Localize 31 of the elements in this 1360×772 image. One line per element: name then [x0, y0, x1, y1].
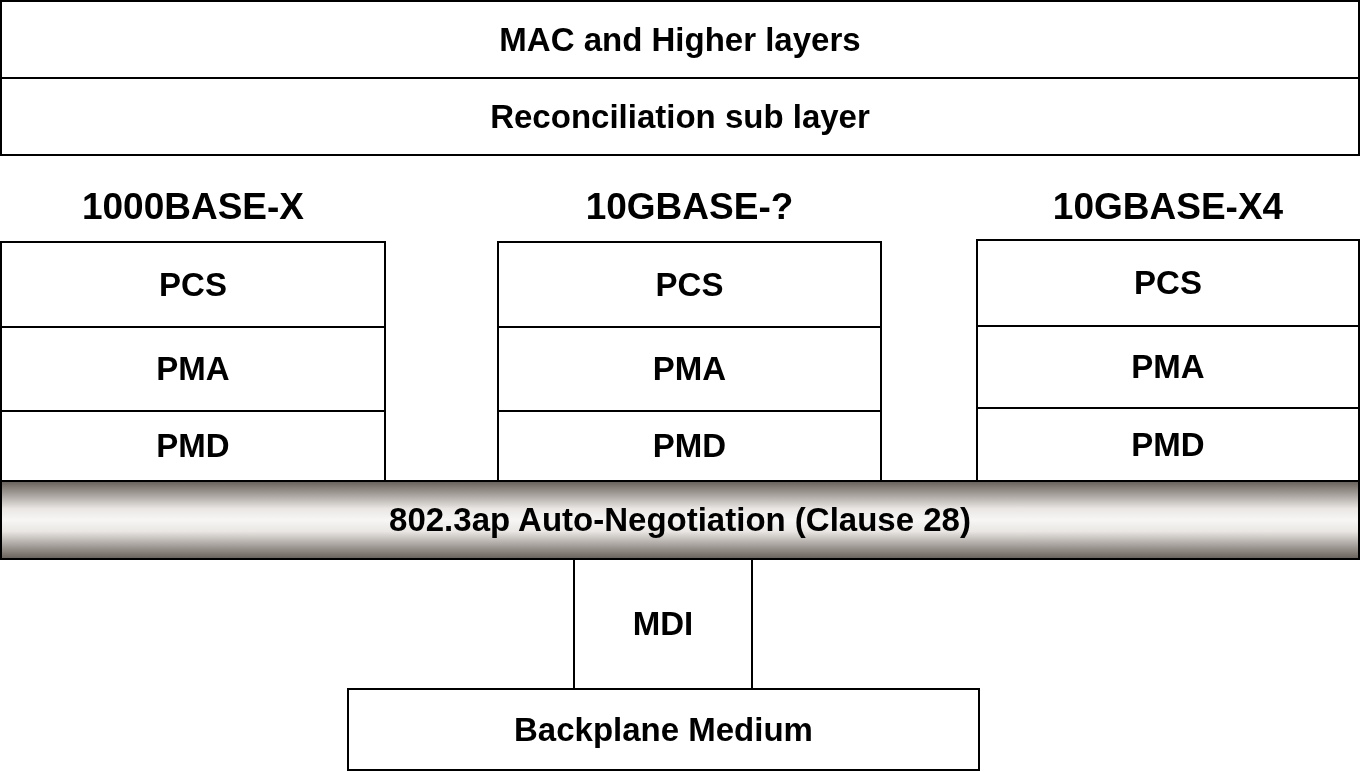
layer-label: PMD: [156, 427, 230, 465]
layer-box: [0, 0, 1360, 79]
column-heading: 10GBASE-?: [584, 186, 795, 228]
layer-box: [573, 558, 753, 690]
auto-negotiation-band: [0, 480, 1360, 560]
layer-label: PMD: [1131, 425, 1205, 464]
layer-box: [976, 325, 1360, 409]
layer-box: [497, 410, 882, 482]
layer-label: PMD: [652, 427, 727, 465]
layer-label: 802.3ap Auto-Negotiation (Clause 28): [389, 501, 971, 539]
layer-box: [976, 407, 1360, 482]
layer-box: [976, 239, 1360, 327]
layer-box: [347, 688, 980, 771]
layer-label: PCS: [655, 265, 724, 304]
layer-label: PCS: [1134, 264, 1202, 302]
layer-box: [0, 241, 386, 328]
layer-label: Backplane Medium: [514, 710, 813, 749]
layer-label: MAC and Higher layers: [499, 20, 861, 59]
column-heading: 10GBASE-X4: [1051, 186, 1285, 228]
layer-label: PMA: [1131, 348, 1205, 386]
layer-label: PMA: [652, 350, 727, 388]
layer-box: [497, 326, 882, 412]
layer-box: [0, 410, 386, 482]
layer-label: MDI: [632, 605, 694, 643]
layer-label: PMA: [156, 350, 230, 388]
layer-box: [0, 77, 1360, 156]
column-heading: 1000BASE-X: [80, 186, 306, 228]
layer-label: Reconciliation sub layer: [490, 97, 870, 136]
layer-label: PCS: [159, 265, 227, 304]
layer-box: [0, 326, 386, 412]
layer-box: [497, 241, 882, 328]
